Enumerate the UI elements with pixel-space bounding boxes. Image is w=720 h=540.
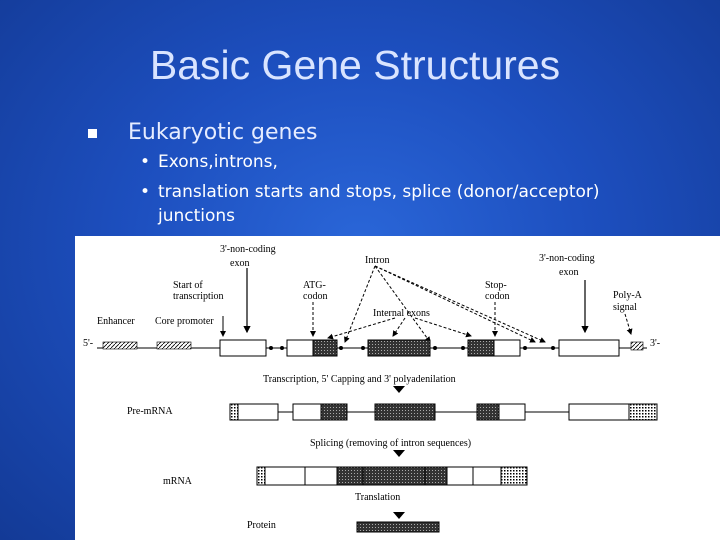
label-translation: Translation — [355, 492, 400, 503]
sub-bullet-2-text-line1: translation starts and stops, splice (do… — [158, 182, 600, 202]
label-5-noncoding-exon-b: exon — [230, 258, 249, 269]
label-start-transcription: Start of — [173, 280, 203, 291]
gene-diagram-svg: 3'-non-coding exon Intron 3'-non-coding … — [83, 244, 660, 533]
label-3prime: 3'- — [650, 338, 660, 349]
bullet-dot-icon: • — [140, 182, 151, 202]
label-transcription: Transcription, 5' Capping and 3' polyade… — [263, 374, 456, 385]
slide-title: Basic Gene Structures — [149, 42, 561, 88]
label-protein: Protein — [247, 520, 276, 531]
label-atg-codon: ATG- — [303, 280, 326, 291]
sub-bullet-1-text: Exons,introns, — [158, 152, 278, 172]
label-3-noncoding-exon: 3'-non-coding — [539, 253, 595, 264]
bullet-eukaryotic-genes: Eukaryotic genes — [128, 120, 318, 145]
label-polya-signal: Poly-A — [613, 290, 643, 301]
label-5prime: 5'- — [83, 338, 93, 349]
label-intron: Intron — [365, 255, 389, 266]
bullet-square-icon — [88, 129, 97, 138]
label-atg-codon-b: codon — [303, 291, 327, 302]
sub-bullet-2-text-line2: junctions — [158, 206, 236, 226]
label-stop-codon: Stop- — [485, 280, 507, 291]
label-internal-exons: Internal exons — [373, 308, 430, 319]
label-premrna: Pre-mRNA — [127, 406, 173, 417]
label-stop-codon-b: codon — [485, 291, 509, 302]
bullet-dot-icon: • — [140, 152, 151, 172]
label-enhancer: Enhancer — [97, 316, 135, 327]
label-splicing: Splicing (removing of intron sequences) — [310, 438, 471, 449]
label-core-promoter: Core promoter — [155, 316, 214, 327]
gene-structure-diagram: 3'-non-coding exon Intron 3'-non-coding … — [75, 236, 720, 540]
label-polya-signal-b: signal — [613, 302, 637, 313]
label-5-noncoding-exon: 3'-non-coding — [220, 244, 276, 255]
label-mrna: mRNA — [163, 476, 193, 487]
label-3-noncoding-exon-b: exon — [559, 267, 578, 278]
label-start-transcription-b: transcription — [173, 291, 224, 302]
